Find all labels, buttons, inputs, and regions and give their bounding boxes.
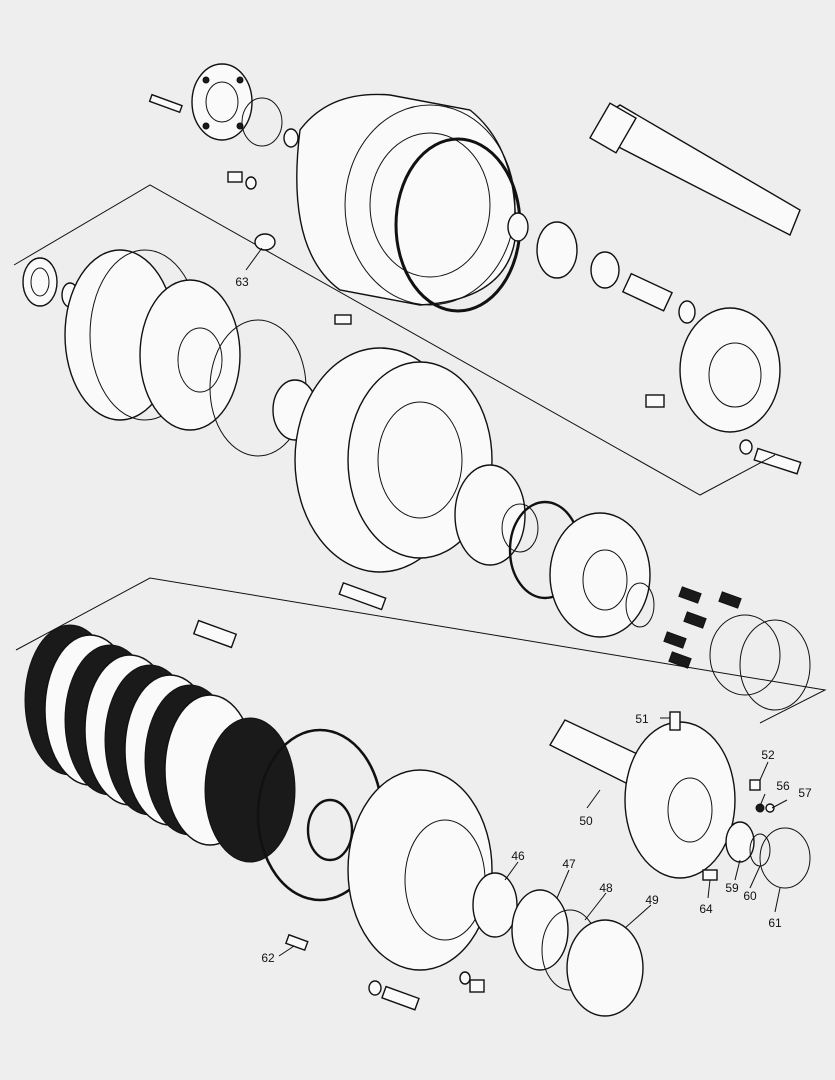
callout-49: 49 bbox=[645, 893, 659, 907]
needle-bearing bbox=[590, 251, 620, 289]
callout-61: 61 bbox=[768, 916, 782, 930]
plug-washer bbox=[245, 176, 257, 190]
washer-carrier bbox=[739, 439, 753, 455]
part-56 bbox=[755, 803, 765, 813]
cover-plate bbox=[347, 769, 493, 971]
drum-housing bbox=[296, 93, 522, 313]
o-ring-top bbox=[241, 97, 283, 147]
callout-56: 56 bbox=[776, 779, 790, 793]
callout-labels: 63 51 52 56 57 50 59 60 64 61 46 47 48 4… bbox=[235, 275, 812, 965]
part-46 bbox=[472, 872, 518, 938]
group-outline-middle bbox=[15, 577, 827, 724]
spring-plate bbox=[549, 512, 651, 638]
part-51 bbox=[669, 711, 681, 731]
clutch-drum bbox=[64, 249, 241, 431]
callout-63: 63 bbox=[235, 275, 249, 289]
callout-50: 50 bbox=[579, 814, 593, 828]
thrust-washer bbox=[678, 300, 696, 324]
callout-48: 48 bbox=[599, 881, 613, 895]
bolt-carrier bbox=[753, 447, 802, 475]
part-62 bbox=[284, 933, 309, 952]
bolt-hub bbox=[334, 314, 352, 325]
washer-lower bbox=[459, 971, 471, 985]
carrier-plate bbox=[679, 307, 781, 433]
group-outline-upper bbox=[13, 184, 776, 496]
seal-inner bbox=[501, 503, 539, 553]
pressure-disc bbox=[204, 717, 296, 863]
bolt-housing bbox=[338, 581, 387, 611]
spring-retainer bbox=[709, 614, 781, 696]
callout-52: 52 bbox=[761, 748, 775, 762]
spring-set bbox=[663, 586, 742, 669]
part-47 bbox=[511, 889, 569, 971]
plug-small-1 bbox=[227, 171, 243, 183]
callout-64: 64 bbox=[699, 902, 713, 916]
outer-ring bbox=[22, 257, 58, 307]
washer-top bbox=[283, 128, 299, 148]
part-59 bbox=[725, 821, 755, 863]
nut-lower bbox=[469, 979, 485, 993]
callout-47: 47 bbox=[562, 857, 576, 871]
pinion-gear bbox=[536, 221, 578, 279]
shaft-sleeve bbox=[621, 272, 674, 312]
callout-62: 62 bbox=[261, 951, 275, 965]
retainer-ring bbox=[625, 582, 655, 628]
callout-57: 57 bbox=[798, 786, 812, 800]
callout-59: 59 bbox=[725, 881, 739, 895]
part-61 bbox=[759, 827, 811, 889]
flange-cap bbox=[191, 63, 253, 141]
part-49 bbox=[566, 919, 644, 1017]
leader-lines bbox=[245, 247, 788, 957]
pin-carrier bbox=[645, 394, 665, 408]
middle-assembly bbox=[22, 249, 811, 711]
dowel-pin bbox=[192, 619, 238, 649]
washer-bolt bbox=[368, 980, 382, 996]
callout-60: 60 bbox=[743, 889, 757, 903]
lower-assembly bbox=[24, 233, 811, 1017]
input-shaft bbox=[589, 102, 801, 236]
part-52 bbox=[749, 779, 761, 791]
bolt-small-top bbox=[148, 93, 183, 114]
upper-assembly bbox=[148, 63, 802, 475]
spacer-ring bbox=[507, 212, 529, 242]
part-64 bbox=[702, 869, 718, 881]
piston bbox=[454, 464, 526, 566]
callout-51: 51 bbox=[635, 712, 649, 726]
part-63 bbox=[254, 233, 276, 251]
callout-46: 46 bbox=[511, 849, 525, 863]
snap-ring-spring bbox=[739, 619, 811, 711]
bolt-lower bbox=[381, 985, 420, 1011]
part-57 bbox=[765, 803, 775, 813]
output-flange bbox=[624, 721, 736, 879]
small-seal-lower bbox=[306, 798, 354, 862]
